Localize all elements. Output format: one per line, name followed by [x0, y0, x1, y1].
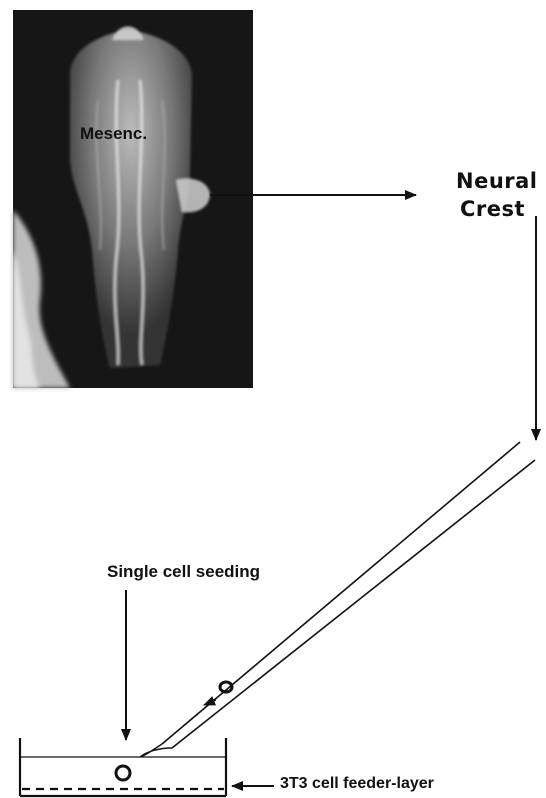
seeded-cell — [116, 766, 130, 780]
mesenc-label: Mesenc. — [80, 124, 147, 144]
neural-crest-label-line2: Crest — [460, 196, 525, 222]
micropipette — [140, 442, 535, 757]
culture-dish — [20, 738, 226, 796]
single-cell-seeding-label: Single cell seeding — [107, 562, 260, 582]
embryo-photo — [13, 10, 253, 388]
feeder-layer-label: 3T3 cell feeder-layer — [280, 775, 434, 793]
neural-crest-label-line1: Neural — [456, 168, 538, 194]
